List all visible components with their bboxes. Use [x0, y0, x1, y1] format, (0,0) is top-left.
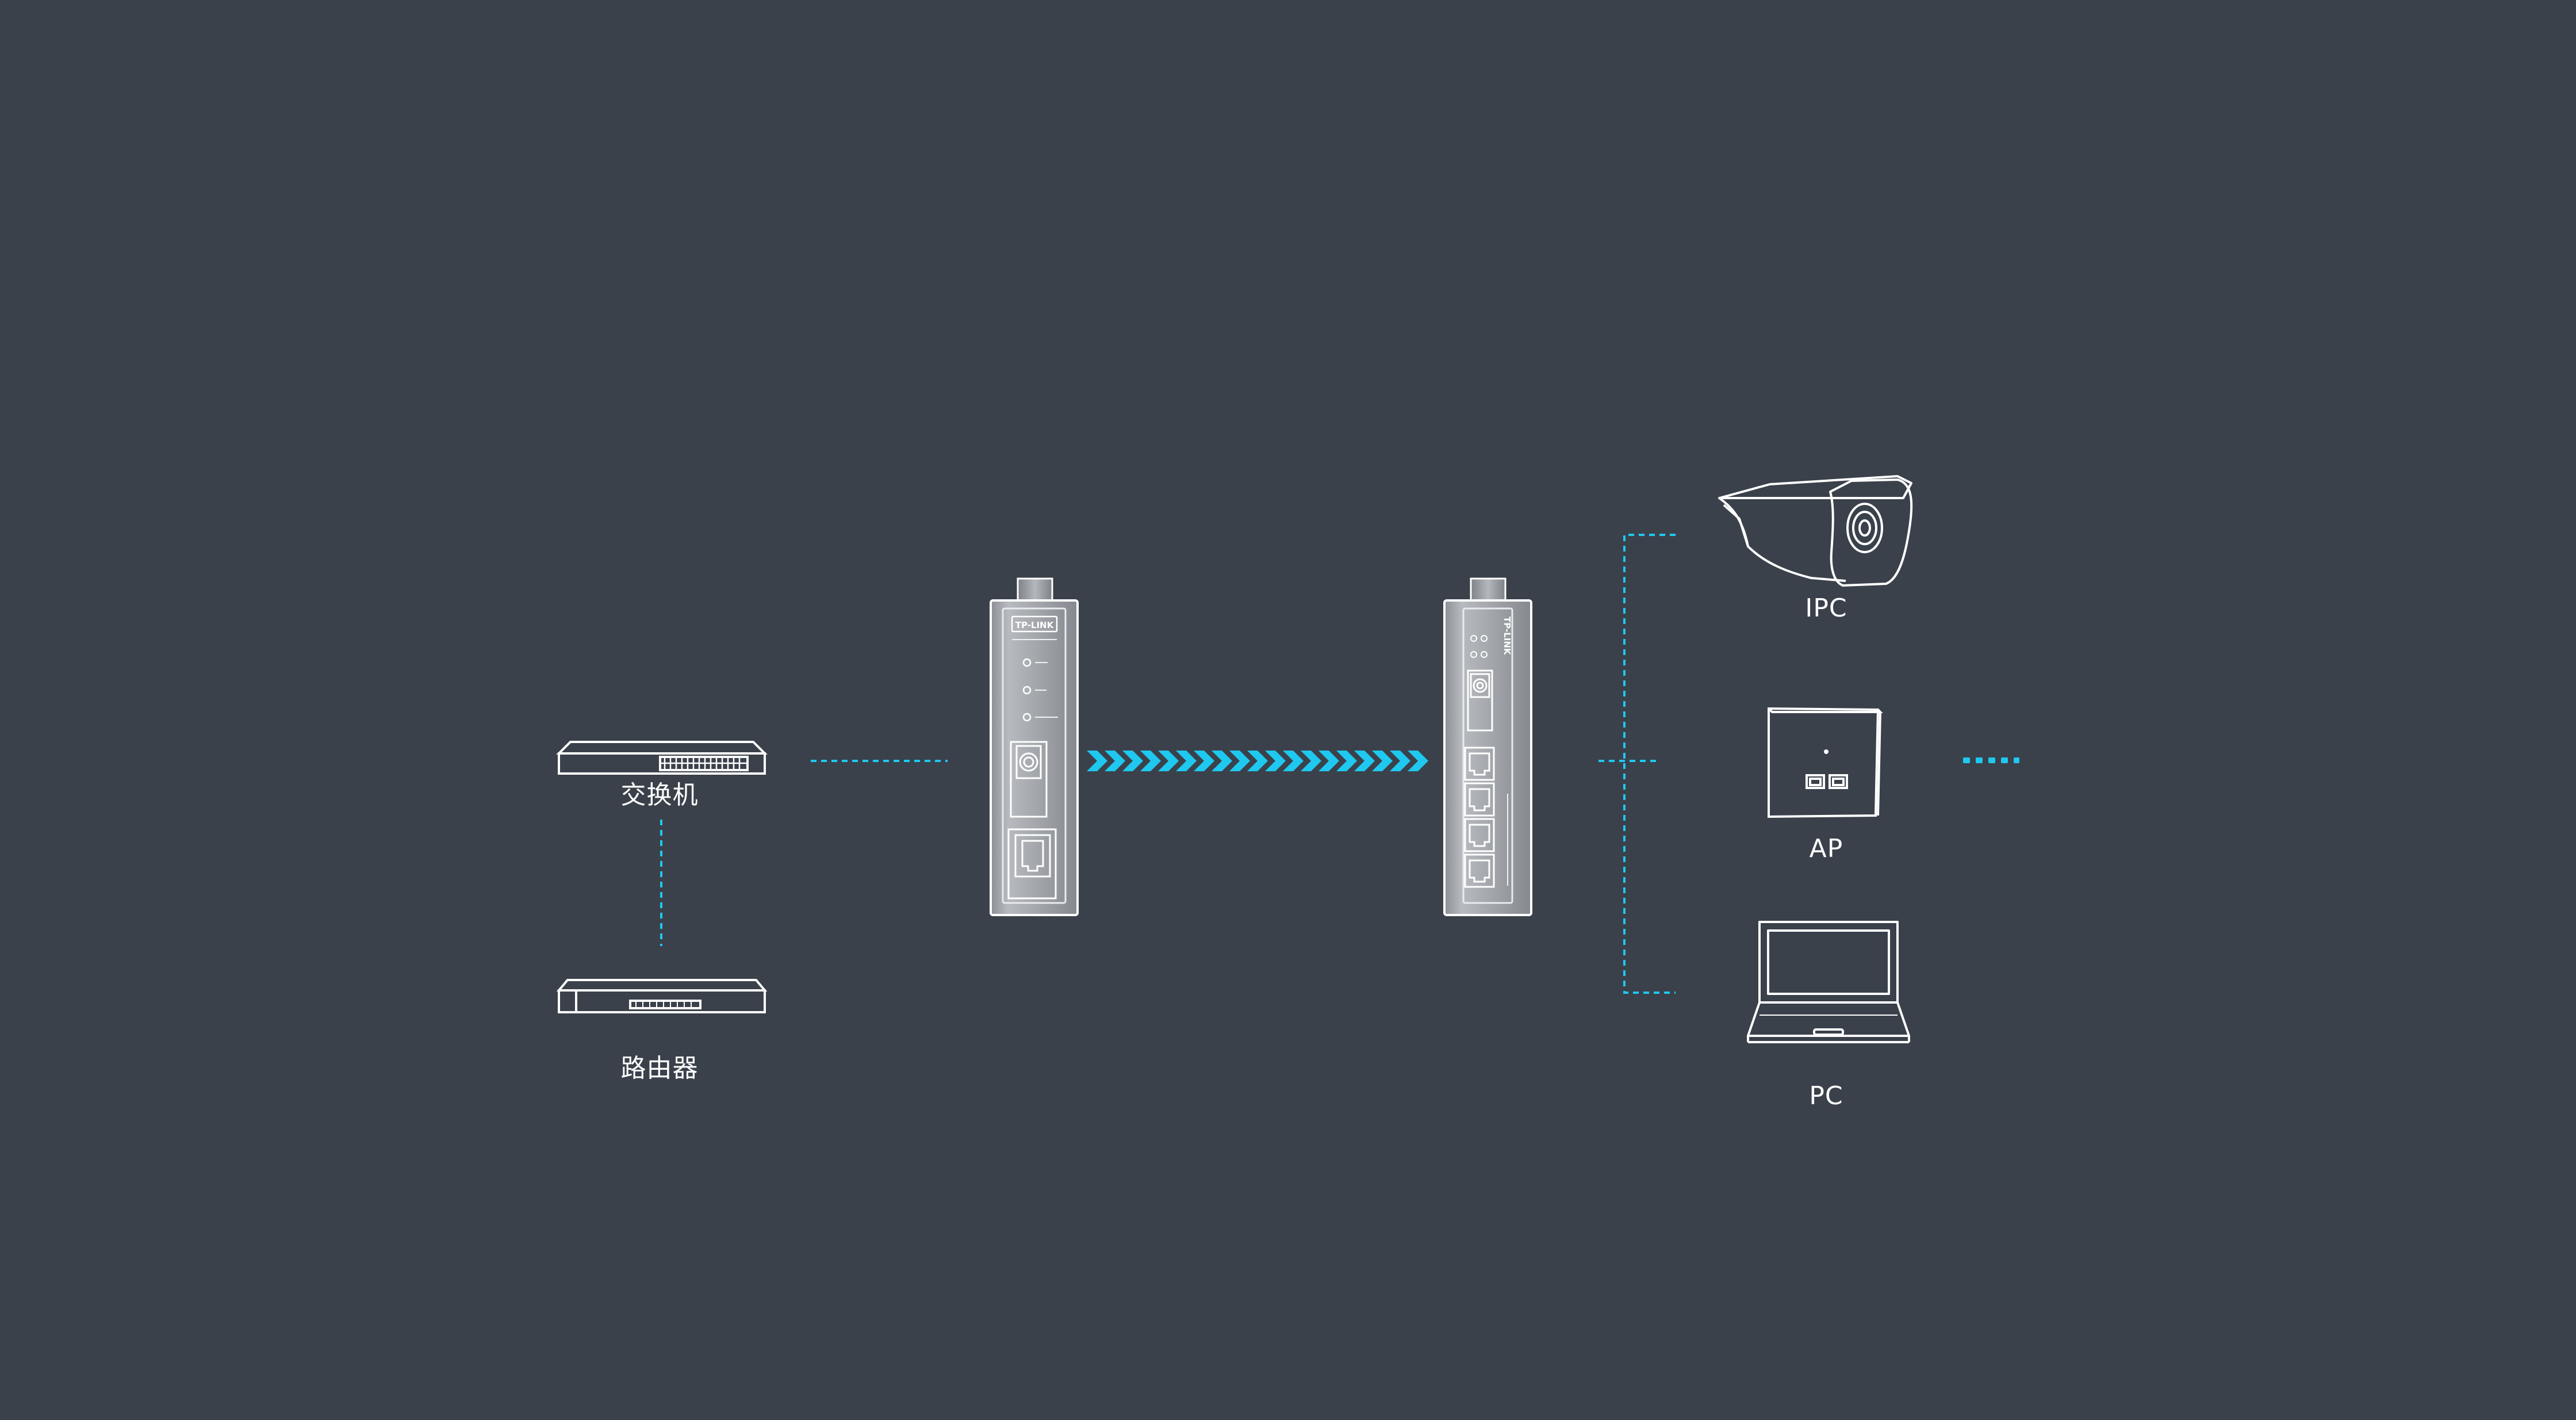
- ap-icon: [1768, 707, 1883, 818]
- router-label: 路由器: [620, 1054, 699, 1083]
- ap-label: AP: [1809, 834, 1843, 863]
- fiber-link-arrows: [1087, 751, 1428, 771]
- pc-label: PC: [1809, 1081, 1843, 1111]
- status-led-icon: [1470, 651, 1477, 658]
- right-media-converter: TP-LINK: [1443, 577, 1532, 916]
- ipc-label: IPC: [1805, 594, 1847, 623]
- status-led-icon: [1481, 635, 1488, 642]
- fiber-port-icon: [1010, 741, 1048, 818]
- right-converter-brand: TP-LINK: [1502, 617, 1512, 656]
- status-led-icon: [1022, 686, 1032, 695]
- switch-label: 交换机: [620, 780, 699, 810]
- router-icon: [556, 979, 768, 1013]
- status-led-icon: [1022, 658, 1032, 667]
- more-devices-indicator: [1963, 757, 2019, 763]
- left-media-converter: TP-LINK: [990, 577, 1079, 916]
- status-led-icon: [1470, 635, 1477, 642]
- status-led-icon: [1022, 713, 1032, 722]
- ethernet-port-icon: [1007, 828, 1057, 900]
- left-converter-brand: TP-LINK: [1015, 620, 1055, 630]
- switch-icon: [556, 741, 768, 775]
- ethernet-ports-icon: [1464, 747, 1495, 888]
- endpoint-bus-bracket: [1623, 534, 1676, 994]
- pc-laptop-icon: [1747, 921, 1910, 1043]
- status-led-icon: [1481, 651, 1488, 658]
- ipc-camera-icon: [1718, 475, 1913, 587]
- fiber-port-icon: [1467, 669, 1493, 732]
